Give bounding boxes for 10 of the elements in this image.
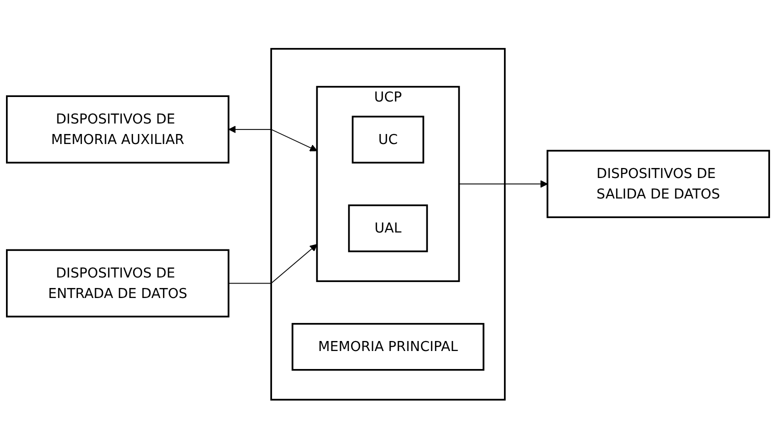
node-box: UAL xyxy=(348,204,428,252)
node-box: DISPOSITIVOS DE SALIDA DE DATOS xyxy=(546,150,770,218)
arrow xyxy=(228,125,318,152)
node-box: MEMORIA PRINCIPAL xyxy=(292,322,484,370)
arrow xyxy=(228,244,318,284)
arrow xyxy=(458,180,548,188)
node-box: UC xyxy=(352,116,424,164)
node-box: DISPOSITIVOS DE MEMORIA AUXILIAR xyxy=(6,95,230,164)
node-box: DISPOSITIVOS DE ENTRADA DE DATOS xyxy=(6,248,230,318)
cluster xyxy=(270,48,506,400)
